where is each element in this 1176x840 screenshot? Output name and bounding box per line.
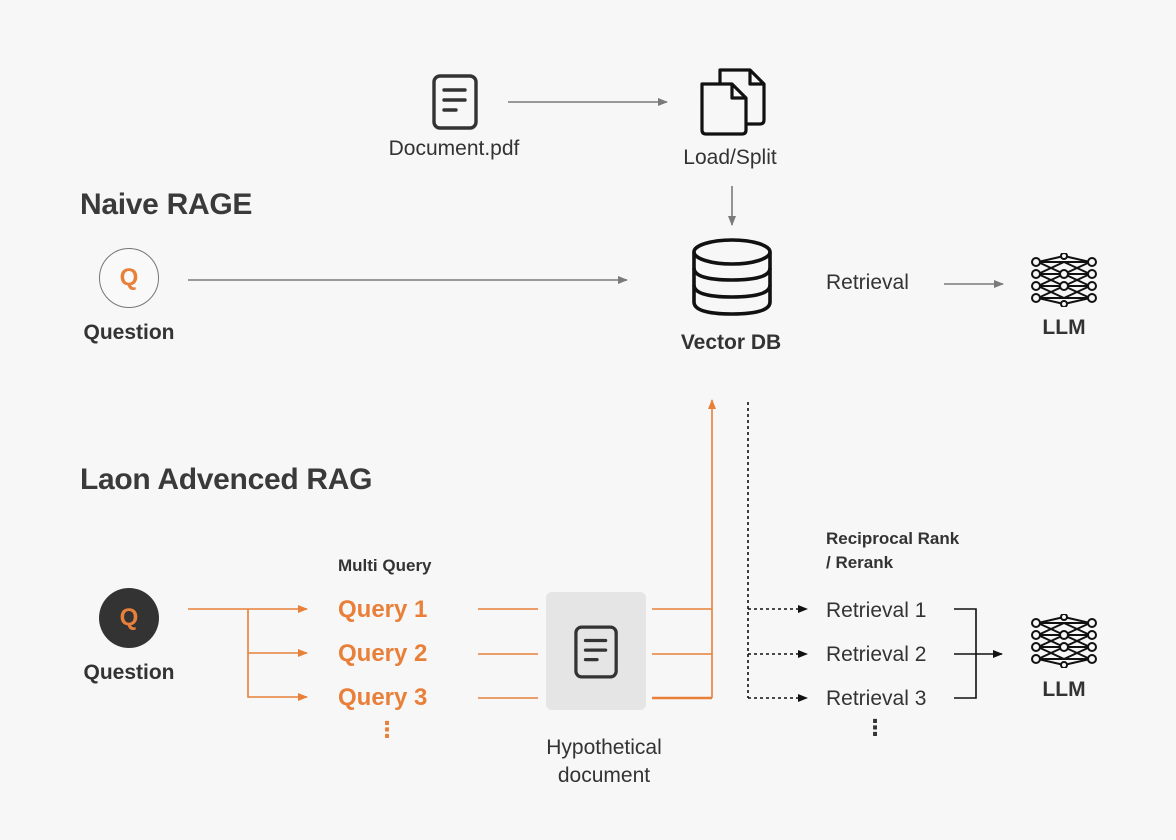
naive-section-title: Naive RAGE — [80, 188, 253, 221]
vector-db-label: Vector DB — [680, 331, 782, 354]
queries-more-indicator: ⋮ — [376, 717, 398, 742]
advanced-question-letter: Q — [119, 604, 139, 631]
rerank-bracket — [954, 608, 1003, 699]
neural-network-icon — [1031, 253, 1097, 307]
db-to-retrieval-dotted-lines — [747, 402, 808, 702]
neural-network-icon — [1031, 614, 1097, 668]
document-label: Document.pdf — [388, 137, 520, 160]
multi-query-label: Multi Query — [338, 556, 432, 575]
question-fanout-lines — [188, 605, 308, 701]
advanced-section-title: Laon Advenced RAG — [80, 463, 373, 496]
advanced-question-icon: Q — [99, 588, 159, 648]
advanced-llm-label: LLM — [1042, 678, 1086, 701]
document-icon — [432, 74, 478, 130]
hypothetical-to-db-lines — [652, 399, 716, 700]
query-item: Query 3 — [338, 684, 428, 711]
query-to-hypothetical-lines — [478, 608, 538, 699]
load-split-label: Load/Split — [683, 146, 777, 169]
advanced-question-label: Question — [83, 661, 175, 684]
query-item: Query 2 — [338, 640, 428, 667]
retrieval-item: Retrieval 1 — [826, 599, 927, 622]
query-item: Query 1 — [338, 596, 428, 623]
database-icon — [692, 238, 772, 316]
naive-question-icon: Q — [99, 248, 159, 308]
retrieval-item: Retrieval 3 — [826, 687, 927, 710]
hypothetical-document-label: Hypothetical document — [546, 736, 662, 787]
naive-llm-label: LLM — [1042, 316, 1086, 339]
rerank-label: Reciprocal Rank / Rerank — [826, 529, 960, 572]
naive-retrieval-label: Retrieval — [826, 271, 909, 294]
naive-question-letter: Q — [119, 264, 139, 291]
files-icon — [700, 68, 766, 136]
naive-question-label: Question — [83, 321, 175, 344]
retrievals-more-indicator: ⋮ — [864, 715, 886, 740]
retrieval-item: Retrieval 2 — [826, 643, 927, 666]
document-icon — [574, 625, 618, 679]
